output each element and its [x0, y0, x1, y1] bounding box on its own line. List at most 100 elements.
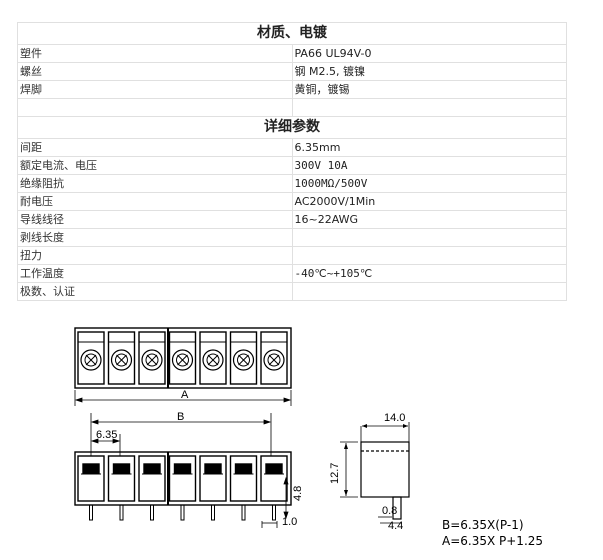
row-label: 导线线径 [17, 210, 293, 229]
screw-slot [177, 354, 188, 366]
screw-slot [207, 354, 219, 366]
formula-a: A=6.35X P+1.25 [442, 534, 543, 548]
table-row: 间距 6.35mm [17, 138, 567, 157]
screw-head [237, 353, 250, 367]
table-row: 额定电流、电压 300V 10A [17, 156, 567, 175]
row-value: PA66 UL94V-0 [291, 44, 567, 63]
row-label: 绝缘阻抗 [17, 174, 293, 193]
details-header-row: 详细参数 [17, 116, 567, 139]
row-value: 1000MΩ/500V [291, 174, 567, 193]
screw-outer [171, 349, 194, 371]
row-label: 焊脚 [17, 80, 293, 99]
table-row: 焊脚 黄铜，镀锡 [17, 80, 567, 99]
row-value [291, 282, 567, 301]
top-module [107, 331, 136, 385]
spec-table: 材质、电镀 塑件 PA66 UL94V-0 螺丝 钢 M2.5, 镀镍 焊脚 黄… [17, 22, 567, 301]
front-module [107, 455, 136, 502]
front-module [199, 455, 227, 502]
row-label: 扭力 [17, 246, 293, 265]
materials-header-row: 材质、电镀 [17, 22, 567, 45]
row-value: 黄铜，镀锡 [291, 80, 567, 99]
screw-head [84, 353, 98, 367]
wire-entry [265, 463, 283, 474]
row-value: 6.35mm [291, 138, 567, 157]
row-label [17, 98, 293, 117]
solder-pin [180, 504, 185, 521]
side-view-body [360, 441, 410, 498]
screw-head [115, 353, 128, 367]
dimension-a-label: A [181, 389, 189, 401]
table-row: 绝缘阻抗 1000MΩ/500V [17, 174, 567, 193]
wire-entry [112, 463, 131, 474]
terminal-block-drawing: A B 6.35 4.8 1.0 [74, 327, 543, 548]
screw-outer [141, 349, 163, 371]
dimension-pin-width-label: 1.0 [282, 516, 297, 528]
top-module [229, 331, 258, 385]
wire-entry [143, 463, 161, 474]
table-row: 极数、认证 [17, 282, 567, 301]
table-row: 螺丝 钢 M2.5, 镀镍 [17, 62, 567, 81]
row-label: 塑件 [17, 44, 293, 63]
row-value [291, 228, 567, 247]
side-height-label: 12.7 [329, 463, 341, 484]
screw-slot [116, 354, 127, 366]
dimension-pin-width [261, 521, 278, 528]
front-module [77, 455, 105, 502]
screw-head [206, 353, 220, 367]
dimension-pin-height-label: 4.8 [292, 486, 304, 501]
row-value: 16~22AWG [291, 210, 567, 229]
row-label: 工作温度 [17, 264, 293, 283]
solder-pin [119, 504, 124, 521]
top-view-modules [77, 328, 288, 388]
screw-slot [238, 354, 249, 366]
screw-outer [232, 349, 255, 371]
row-label: 剥线长度 [17, 228, 293, 247]
side-bottom-label: 0.8 [382, 505, 397, 517]
screw-outer [202, 349, 224, 371]
top-view [74, 327, 292, 389]
row-value [291, 98, 567, 117]
screw-outer [80, 349, 102, 371]
table-row: 塑件 PA66 UL94V-0 [17, 44, 567, 63]
row-label: 极数、认证 [17, 282, 293, 301]
top-module [260, 331, 288, 385]
top-view-body [74, 327, 292, 389]
top-module [199, 331, 227, 385]
row-value: 钢 M2.5, 镀镍 [291, 62, 567, 81]
top-module [138, 331, 166, 385]
row-value: 300V 10A [291, 156, 567, 175]
row-label: 额定电流、电压 [17, 156, 293, 175]
wire-entry [82, 463, 100, 474]
front-view [74, 451, 292, 521]
dimension-pitch-label: 6.35 [96, 429, 117, 441]
dimension-a [74, 390, 292, 406]
side-width-label: 14.0 [384, 412, 405, 424]
screw-head [267, 353, 281, 367]
table-row: 剥线长度 [17, 228, 567, 247]
screw-slot [85, 354, 97, 366]
table-row: 导线线径 16~22AWG [17, 210, 567, 229]
solder-pin [272, 504, 276, 521]
wire-entry [173, 463, 192, 474]
screw-slot [268, 354, 280, 366]
row-value [291, 246, 567, 265]
top-module [168, 331, 197, 385]
solder-pin [150, 504, 154, 521]
front-view-body [74, 451, 292, 506]
screw-head [145, 353, 159, 367]
row-label: 螺丝 [17, 62, 293, 81]
materials-title: 材质、电镀 [17, 22, 567, 45]
table-row: 扭力 [17, 246, 567, 265]
front-view-modules [77, 452, 288, 521]
dimension-b [90, 413, 272, 456]
front-module [138, 455, 166, 502]
wire-entry [204, 463, 222, 474]
solder-pin [89, 504, 93, 521]
screw-slot [146, 354, 158, 366]
side-view [340, 422, 410, 524]
screw-outer [110, 349, 133, 371]
row-value: -40℃~+105℃ [291, 264, 567, 283]
formula-b: B=6.35X(P-1) [442, 518, 524, 532]
table-row: 工作温度 -40℃~+105℃ [17, 264, 567, 283]
table-row [17, 98, 567, 117]
